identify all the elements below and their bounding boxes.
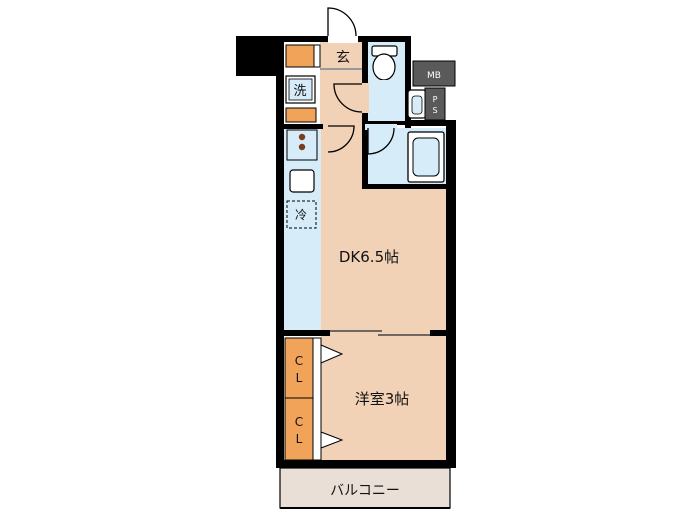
kitchen-sink [289,169,315,193]
stove-burner-2 [298,143,306,151]
exterior-wall-top-right [358,36,410,42]
label-laundry: 洗 [293,84,306,99]
label-mb: MB [427,71,441,81]
shoe-box-back [313,44,321,68]
label-dk: DK6.5帖 [339,248,399,266]
exterior-wall-bottom [276,460,456,468]
exterior-wall-left-upper [236,36,281,76]
bath-door-swing [367,127,395,155]
closet-1 [284,337,314,399]
dk-door-swing [327,125,355,153]
fridge-space [286,200,317,229]
wall-toilet-right [405,36,411,128]
wall-toilet-bottom [362,121,410,125]
ps-box [424,87,446,121]
label-fridge: 冷 [295,208,307,222]
closet-front [312,337,322,461]
vanity-counter [285,107,317,123]
laundry-pan-inner [288,78,313,101]
toilet-floor-mat [374,80,394,83]
closet-door-2 [320,431,344,449]
closet-door-1 [320,344,344,364]
bathtub-inner [412,137,440,177]
western-door-opening [330,329,430,337]
label-western-room: 洋室3帖 [355,390,410,408]
label-balcony: バルコニー [330,483,400,499]
wall-entry-right [362,40,368,187]
stove-burner-1 [298,133,306,141]
toilet-door-swing [333,83,363,113]
entry-hall-floor [320,40,365,130]
closet-2 [284,397,314,461]
wash-basin-inner [411,95,423,115]
kitchen-counter [283,128,321,334]
exterior-wall-top [276,36,328,42]
wall-bath-bottom [362,184,454,189]
balcony-floor [279,467,451,509]
front-door-swing [327,7,357,37]
toilet-door-opening [361,83,369,113]
wall-top-dk [405,120,454,126]
mb-box [412,60,456,87]
exterior-wall-right [446,120,456,466]
bath-door-opening [365,124,397,130]
exterior-wall-left [276,36,284,466]
genkan-step [320,68,362,70]
wall-hall-to-dk [283,124,323,129]
label-genkan: 玄 [336,49,350,66]
shoe-box [285,44,315,68]
dk-door-opening [324,123,354,131]
front-door-opening [328,34,358,43]
western-room-floor [321,336,446,462]
toilet-bowl [372,53,396,81]
